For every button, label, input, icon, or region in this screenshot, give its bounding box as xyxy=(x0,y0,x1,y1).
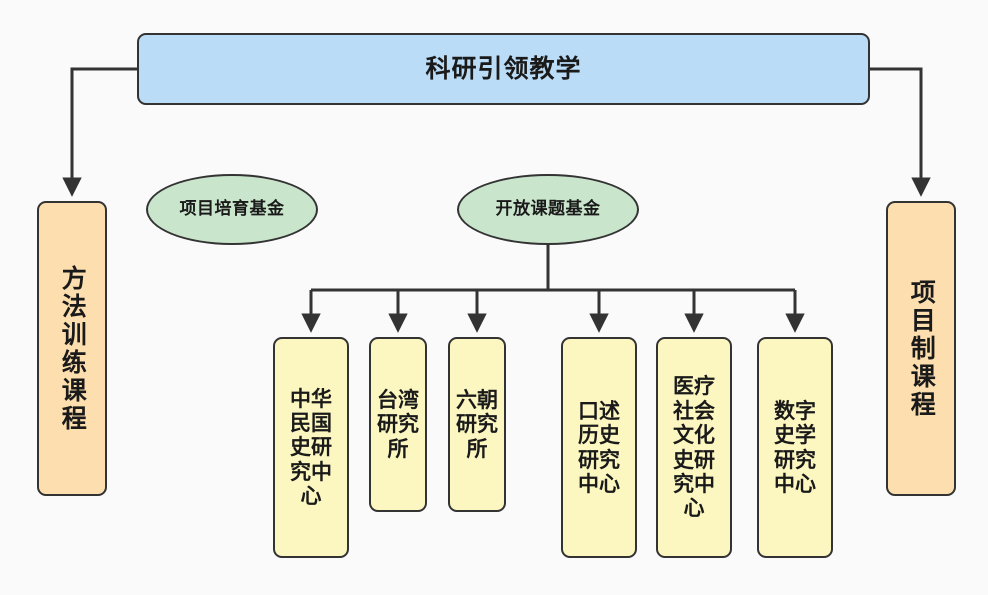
node-label: 开放课题基金 xyxy=(495,199,601,220)
node-label: 项目制课程 xyxy=(907,278,937,419)
node-digital-history-center[interactable]: 数字史学研究中心 xyxy=(757,337,833,558)
node-oral-history-center[interactable]: 口述历史研究中心 xyxy=(561,337,637,558)
edge-root-to-project-based xyxy=(870,67,931,197)
node-label: 台湾研究所 xyxy=(377,387,419,461)
node-label: 医疗社会文化史研究中心 xyxy=(673,374,715,521)
node-label: 项目培育基金 xyxy=(179,199,285,220)
node-roc-history-center[interactable]: 中华民国史研究中心 xyxy=(273,337,349,558)
node-open-topic-fund[interactable]: 开放课题基金 xyxy=(457,174,639,245)
node-label: 中华民国史研究中心 xyxy=(290,386,332,509)
node-label: 方法训练课程 xyxy=(58,264,88,433)
node-label: 数字史学研究中心 xyxy=(774,398,816,496)
node-medical-social-culture-history-center[interactable]: 医疗社会文化史研究中心 xyxy=(656,337,732,558)
node-six-dynasties-institute[interactable]: 六朝研究所 xyxy=(448,337,506,512)
node-taiwan-institute[interactable]: 台湾研究所 xyxy=(369,337,427,512)
node-method-training-course[interactable]: 方法训练课程 xyxy=(37,201,107,496)
node-research-leads-teaching[interactable]: 科研引领教学 xyxy=(137,33,870,105)
node-label: 科研引领教学 xyxy=(425,54,582,84)
node-label: 口述历史研究中心 xyxy=(578,398,620,496)
node-project-based-course[interactable]: 项目制课程 xyxy=(886,201,956,496)
edge-root-to-method-training xyxy=(62,67,137,197)
node-label: 六朝研究所 xyxy=(456,387,498,461)
node-incubation-fund[interactable]: 项目培育基金 xyxy=(146,174,318,245)
